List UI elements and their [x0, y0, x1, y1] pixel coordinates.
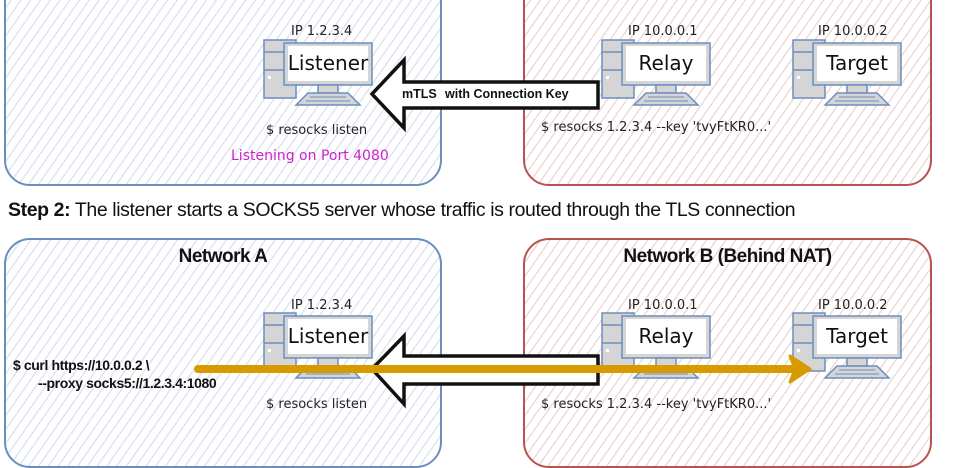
- step1-arrow-label-key: with Connection Key: [445, 87, 569, 101]
- step2-relay-name: Relay: [638, 324, 694, 348]
- step2-curl-line2: --proxy socks5://1.2.3.4:1080: [38, 375, 217, 391]
- step1-target-name: Target: [826, 51, 888, 75]
- step2-relay-ip: IP 10.0.0.1: [628, 298, 698, 313]
- step2-network-b-title: Network B (Behind NAT): [623, 246, 832, 267]
- step1-listener-name: Listener: [287, 51, 369, 75]
- step1-relay-computer-icon: Relay: [600, 38, 712, 110]
- step1-target-computer-icon: Target: [791, 38, 903, 110]
- step2-target-name: Target: [826, 324, 888, 348]
- step1-mtls-arrow: [369, 55, 600, 133]
- step2-relay-command: $ resocks 1.2.3.4 --key 'tvyFtKR0...': [541, 397, 772, 412]
- step2-curl-command: $ curl https://10.0.0.2 \ --proxy socks5…: [13, 356, 217, 392]
- step1-arrow-label-mtls: mTLS: [402, 87, 437, 101]
- step2-traffic-arrowhead: [788, 354, 812, 384]
- step2-listener-name: Listener: [287, 324, 369, 348]
- step1-relay-name: Relay: [638, 51, 694, 75]
- step2-heading-bold: Step 2:: [8, 199, 71, 221]
- step2-listener-command: $ resocks listen: [266, 397, 368, 412]
- step2-target-computer-icon: Target: [791, 311, 903, 383]
- step2-network-a-title: Network A: [178, 246, 268, 267]
- step2-listener-ip: IP 1.2.3.4: [291, 298, 353, 313]
- step2-curl-line1: $ curl https://10.0.0.2 \: [13, 357, 150, 373]
- step1-target-ip: IP 10.0.0.2: [818, 24, 888, 39]
- step1-listener-command: $ resocks listen: [266, 123, 368, 138]
- step1-listener-ip: IP 1.2.3.4: [291, 24, 353, 39]
- step1-relay-ip: IP 10.0.0.1: [628, 24, 698, 39]
- step2-listener-computer-icon: Listener: [262, 311, 374, 383]
- step1-listener-computer-icon: Listener: [262, 38, 374, 110]
- step1-relay-command: $ resocks 1.2.3.4 --key 'tvyFtKR0...': [541, 120, 772, 135]
- step1-listener-status: Listening on Port 4080: [231, 148, 389, 164]
- step2-arrows: [194, 331, 812, 409]
- step2-heading-text: The listener starts a SOCKS5 server whos…: [70, 199, 796, 221]
- step2-heading: Step 2: The listener starts a SOCKS5 ser…: [8, 199, 796, 222]
- step1-network-a-panel: [4, 0, 442, 186]
- step2-target-ip: IP 10.0.0.2: [818, 298, 888, 313]
- step1-arrow-shape: [369, 55, 600, 133]
